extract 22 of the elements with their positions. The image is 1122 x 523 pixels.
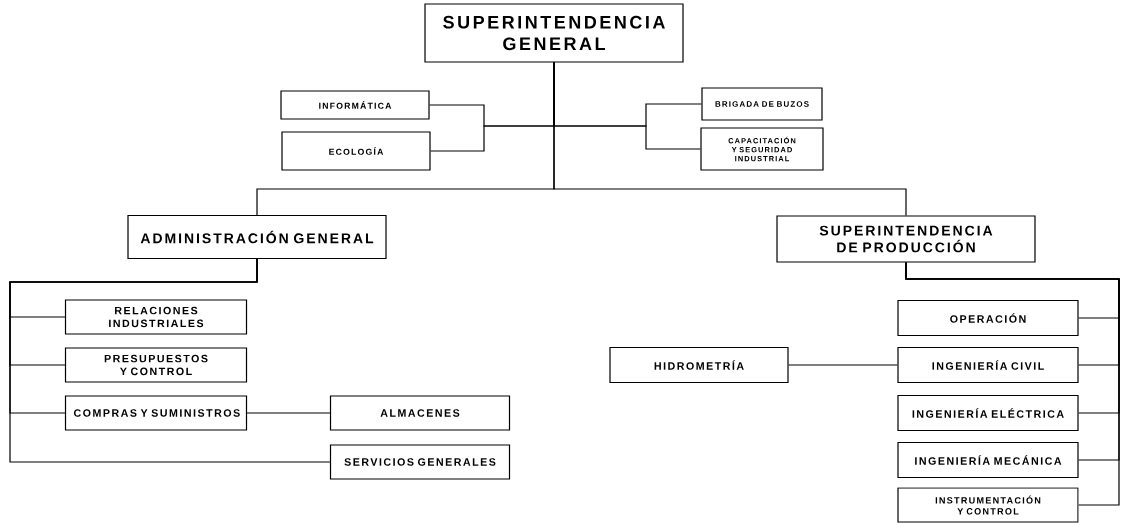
connector-line (788, 364, 898, 366)
department-box: COMPRAS Y SUMINISTROS (64, 395, 248, 431)
department-box: OPERACIÓN (897, 299, 1079, 337)
department-box: RELACIONES INDUSTRIALES (64, 299, 248, 335)
department-box: HIDROMETRÍA (609, 346, 789, 384)
department-box: INSTRUMENTACIÓN Y CONTROL (897, 487, 1079, 523)
department-box: INGENIERÍA MECÁNICA (897, 441, 1079, 479)
department-box: SERVICIOS GENERALES (329, 444, 511, 480)
department-box: SUPERINTENDENCIA DE PRODUCCIÓN (776, 215, 1036, 263)
department-box: ECOLOGÍA (281, 131, 431, 171)
connector-line (553, 62, 907, 216)
department-box: INGENIERÍA CIVIL (897, 346, 1079, 384)
department-box: INGENIERÍA ELÉCTRICA (897, 394, 1079, 432)
connector-line (905, 262, 1120, 506)
department-box: ADMINISTRACIÓN GENERAL (127, 214, 387, 260)
connector-line (9, 258, 331, 463)
department-box: INFORMÁTICA (280, 90, 430, 120)
department-box: SUPERINTENDENCIA GENERAL (424, 3, 684, 63)
connector-line (246, 412, 331, 414)
department-box: ALMACENES (329, 395, 511, 431)
department-box: BRIGADA DE BUZOS (701, 87, 823, 121)
department-box: PRESUPUESTOS Y CONTROL (64, 347, 248, 383)
